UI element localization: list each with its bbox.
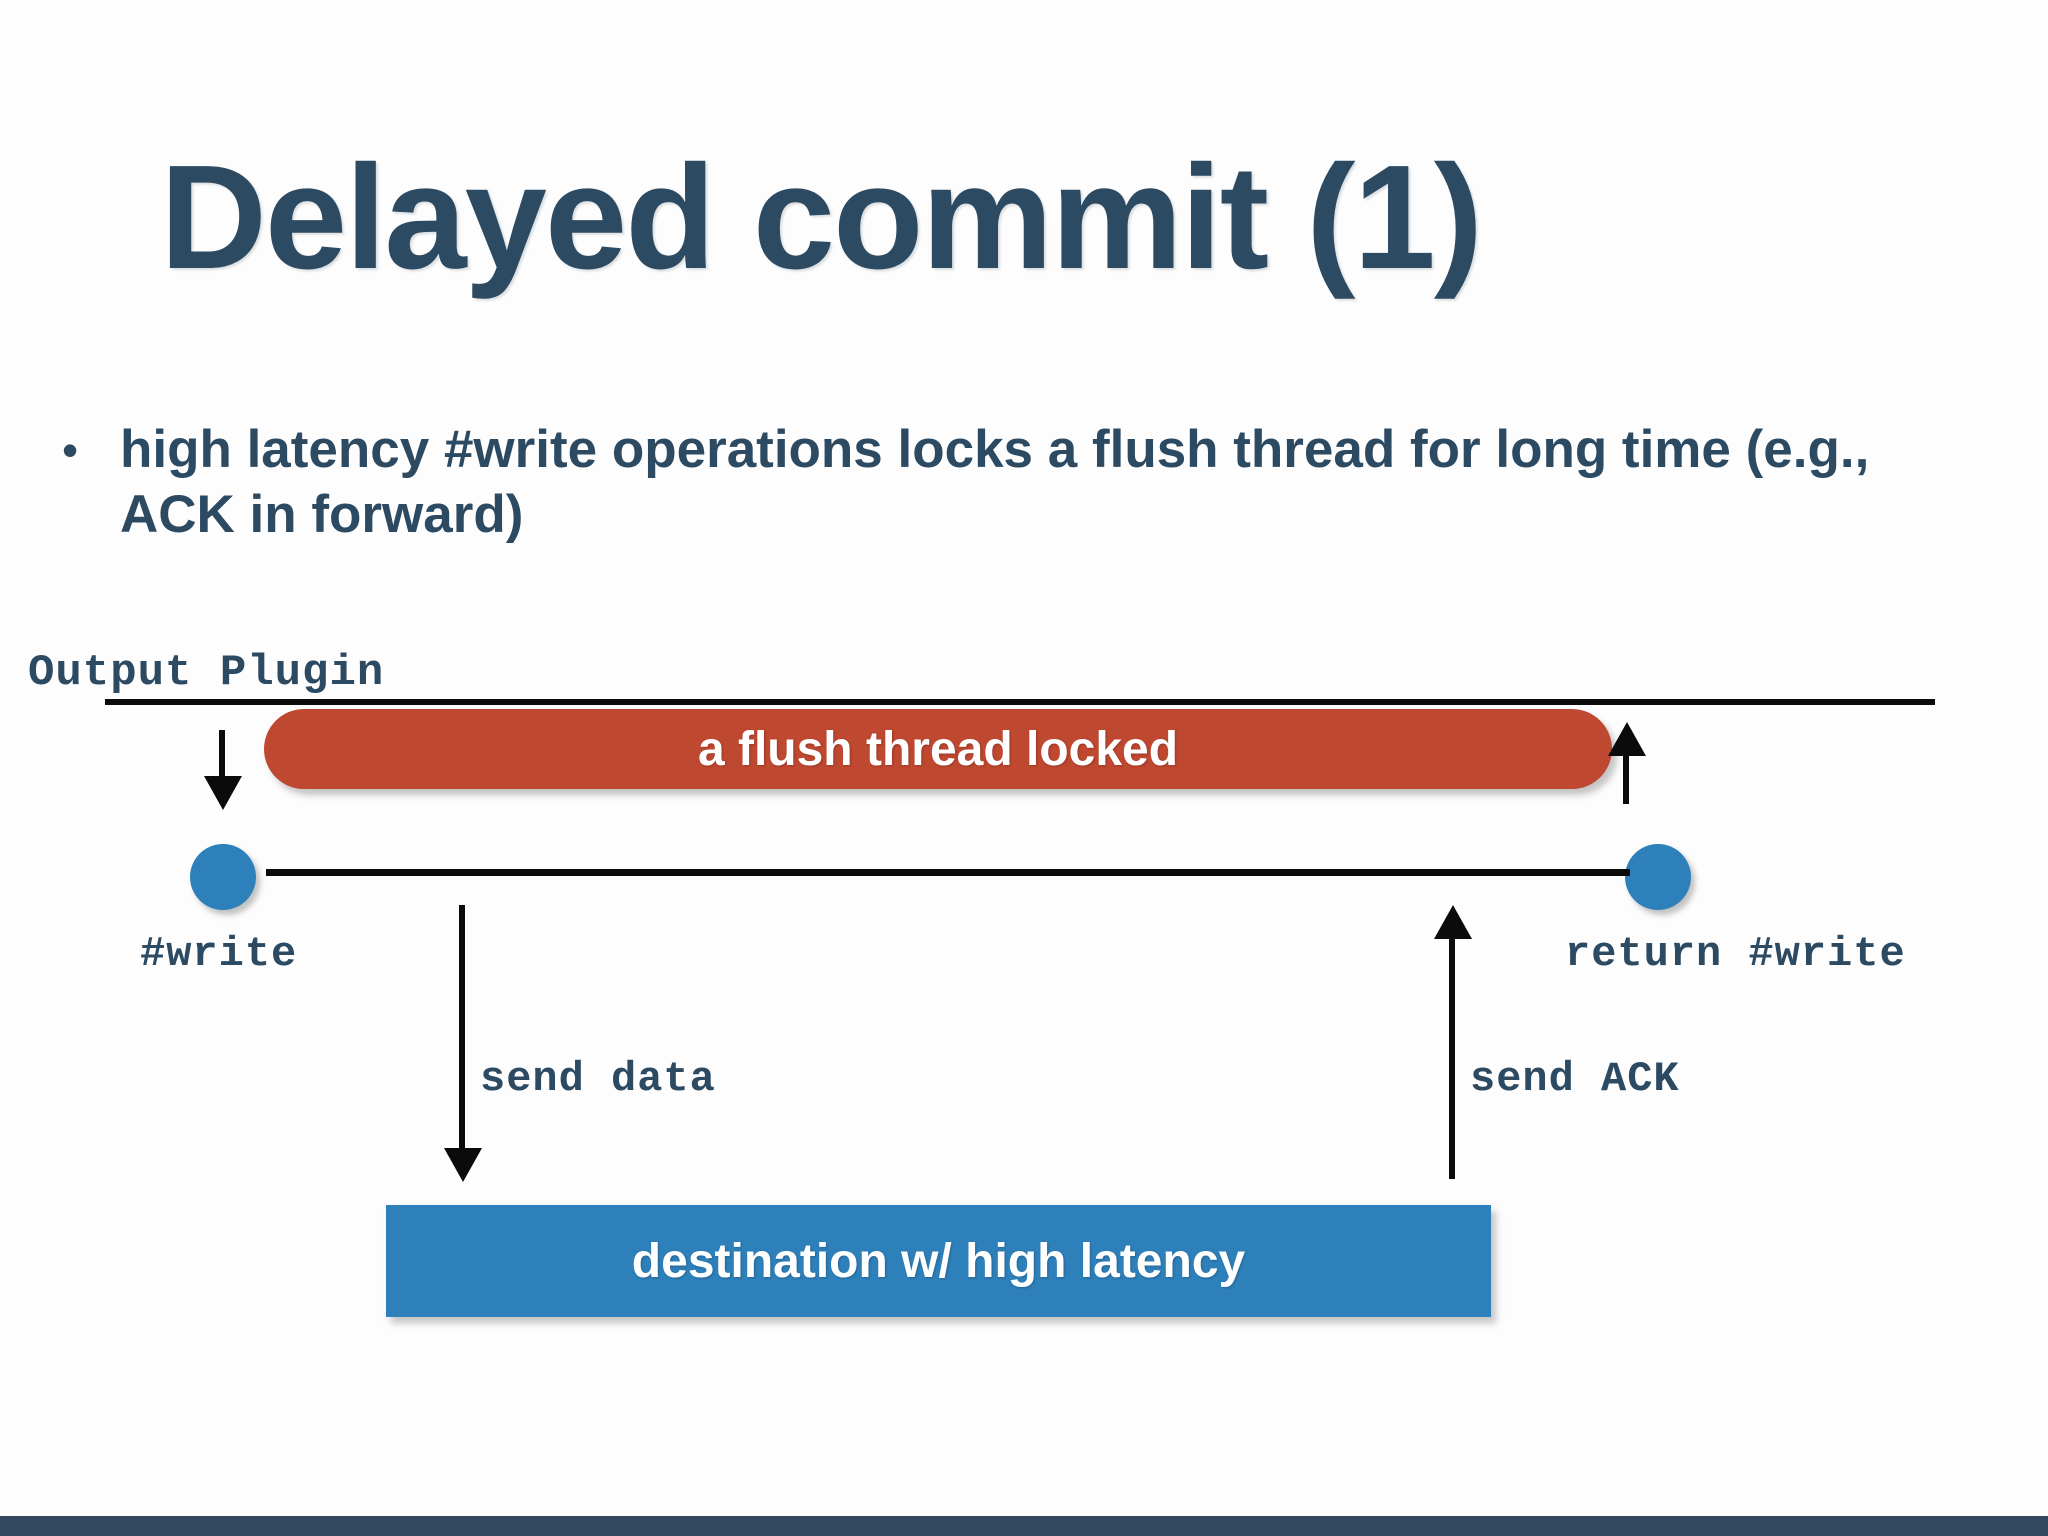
bullet-item-text: high latency #write operations locks a f…: [120, 420, 1870, 544]
write-return-arrow-shaft: [1623, 752, 1629, 804]
flush-thread-locked-bar: a flush thread locked: [264, 709, 1612, 789]
flush-thread-timeline: [266, 869, 1630, 876]
write-node-dot: [190, 844, 256, 910]
write-node-label: #write: [140, 930, 298, 978]
slide-footer-bar: [0, 1516, 2048, 1536]
return-write-node-dot: [1625, 844, 1691, 910]
write-entry-arrow-shaft: [219, 730, 225, 780]
return-write-node-label: return #write: [1565, 930, 1906, 978]
flush-thread-locked-label: a flush thread locked: [697, 722, 1179, 776]
bullet-marker-icon: •: [62, 424, 79, 476]
send-ack-arrow-shaft: [1449, 937, 1455, 1179]
output-plugin-lane-label: Output Plugin: [28, 648, 385, 698]
bullet-list: • high latency #write operations locks a…: [62, 418, 1992, 547]
send-ack-arrow-head-icon: [1434, 905, 1472, 939]
write-return-arrow-head-icon: [1608, 722, 1646, 756]
send-ack-label: send ACK: [1470, 1055, 1680, 1103]
send-data-arrow-head-icon: [444, 1148, 482, 1182]
write-entry-arrow-head-icon: [204, 776, 242, 810]
page-title: Delayed commit (1): [160, 135, 1483, 300]
output-plugin-lane-line: [105, 699, 1935, 705]
destination-bar: destination w/ high latency: [386, 1205, 1491, 1317]
destination-bar-label: destination w/ high latency: [631, 1234, 1246, 1288]
send-data-arrow-shaft: [459, 905, 465, 1153]
send-data-label: send data: [480, 1055, 716, 1103]
